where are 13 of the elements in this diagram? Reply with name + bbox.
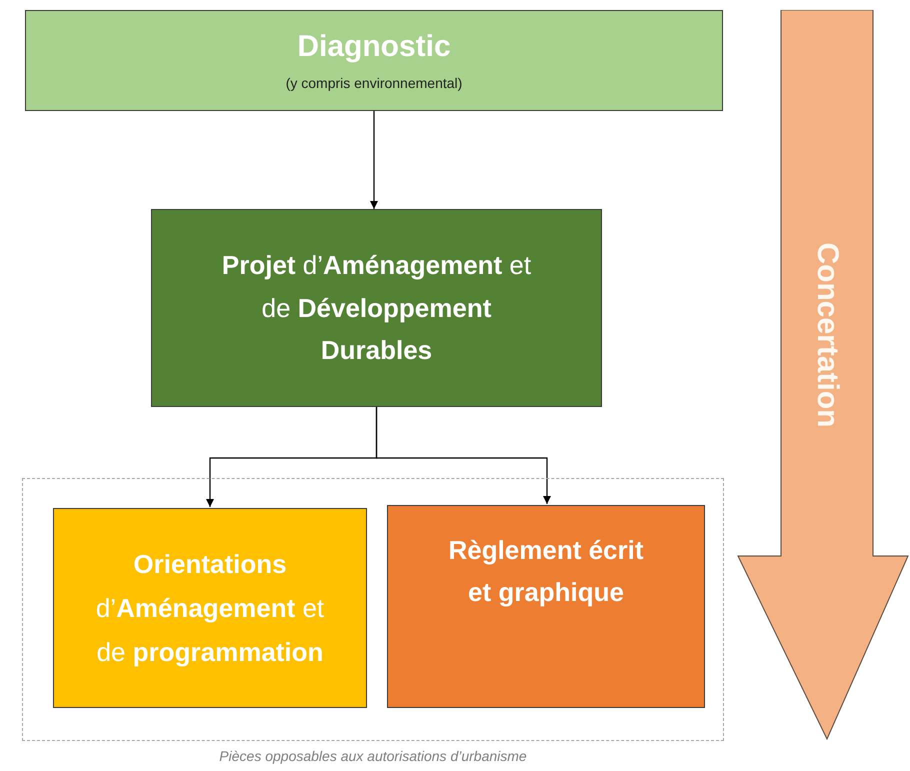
arrow (370, 111, 378, 209)
process-box (25, 10, 723, 111)
box-text: Règlement écrit et graphique (447, 534, 645, 609)
arrow (376, 407, 551, 504)
process-box (387, 505, 705, 708)
process-box (151, 209, 602, 407)
group-label: Pièces opposables aux autorisations d’urbanisme (218, 748, 528, 764)
process-box (53, 508, 367, 708)
box-text: Orientations d’Aménagement et de programmation (94, 548, 326, 670)
box-title: Diagnostic (297, 30, 451, 63)
vertical-label: Concertation (810, 242, 844, 428)
box-subtitle: (y compris environnemental) (286, 75, 462, 91)
box-text: Projet d’Aménagement et de Développement Durables (220, 248, 532, 368)
